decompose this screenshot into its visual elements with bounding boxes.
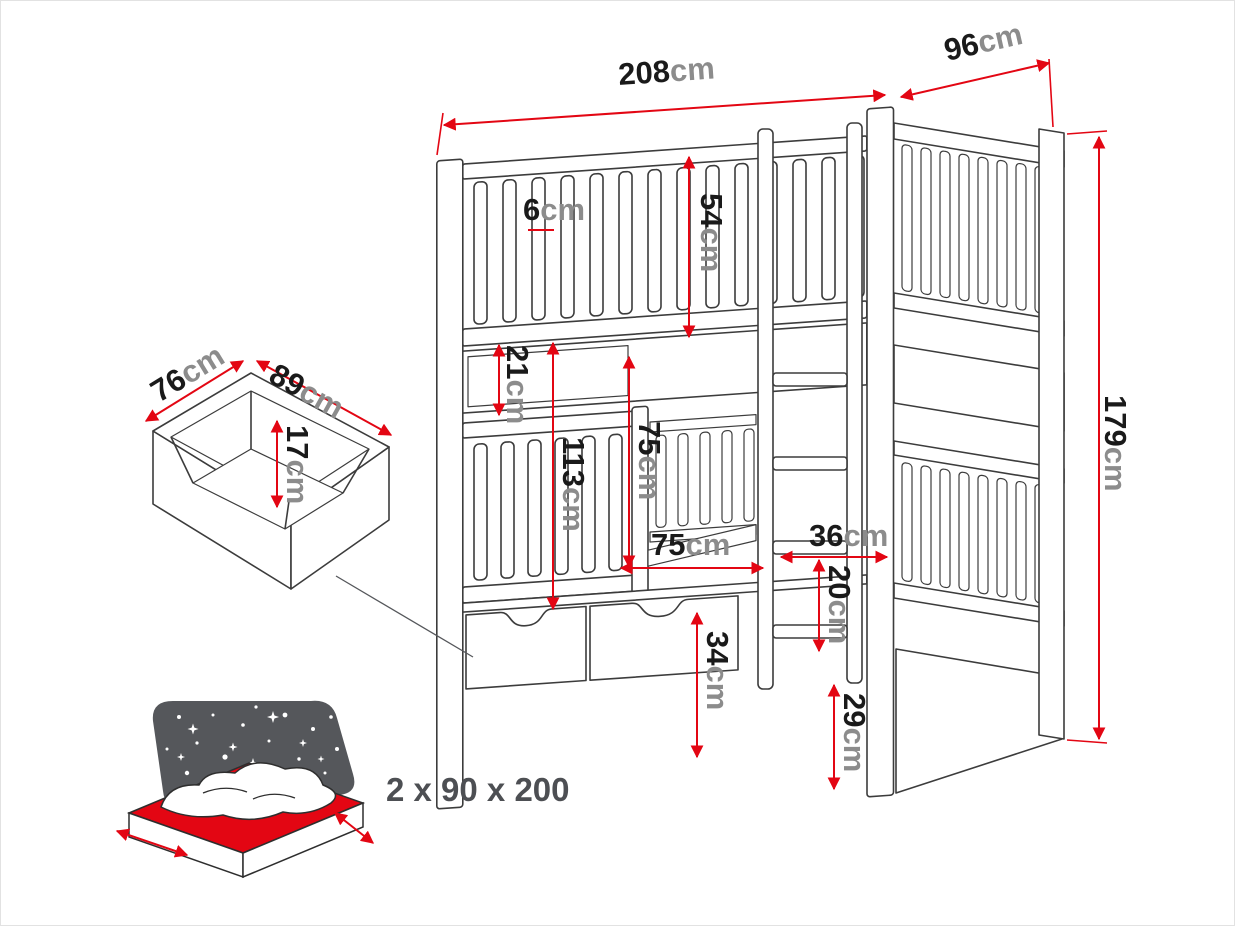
dim-drawer-width-line — [255, 360, 393, 436]
bed-drawer-left — [465, 605, 587, 690]
bed-left-post — [436, 158, 464, 810]
shelf-opening — [467, 344, 629, 408]
dim-slat-gap-label: 6cm — [523, 192, 585, 227]
dim-upper-rail-label: 54cm — [694, 193, 729, 272]
dim-ladder-label: 36cm — [809, 518, 888, 553]
dim-shelf-label: 21cm — [500, 345, 535, 424]
dim-width-line — [442, 89, 887, 131]
lower-rail-top — [461, 410, 639, 439]
upper-rail-slats — [473, 154, 865, 325]
storage-drawer-illustration — [152, 372, 390, 590]
dim-depth-line — [899, 59, 1051, 101]
dim-drawer-side-label: 17cm — [280, 425, 315, 504]
side-upper-slats — [901, 144, 1063, 317]
mattress-length-arrow — [333, 812, 375, 844]
bed-side-face — [893, 122, 1065, 627]
crumpled-sheet — [160, 762, 337, 821]
dim-drawer-depth-line — [144, 360, 245, 422]
dim-height-label: 179cm — [1098, 395, 1133, 492]
dim-width-label: 208cm — [617, 50, 716, 91]
mattress-icon — [115, 700, 375, 879]
drawer-pointer-line — [335, 575, 474, 658]
mattress-size-label: 2 x 90 x 200 — [386, 771, 570, 808]
dim-drawer-front-label: 34cm — [700, 631, 735, 710]
dim-base-label: 29cm — [837, 693, 872, 772]
entry-back-rail — [647, 414, 757, 567]
side-lower-slats — [901, 462, 1063, 607]
lower-bunk-side-rail — [647, 524, 757, 567]
dim-rung-label: 20cm — [822, 565, 857, 644]
dim-clearance-label: 113cm — [556, 437, 591, 532]
side-base-panel — [895, 648, 1063, 794]
mattress-width-arrow — [115, 828, 189, 858]
dim-guard-label: 75cm — [632, 421, 667, 500]
bed-far-post — [1038, 128, 1065, 740]
dim-entry-label: 75cm — [651, 527, 730, 562]
lower-rail-slats — [473, 433, 623, 581]
ladder-left-rail — [757, 128, 774, 690]
dim-depth-label: 96cm — [941, 16, 1026, 68]
